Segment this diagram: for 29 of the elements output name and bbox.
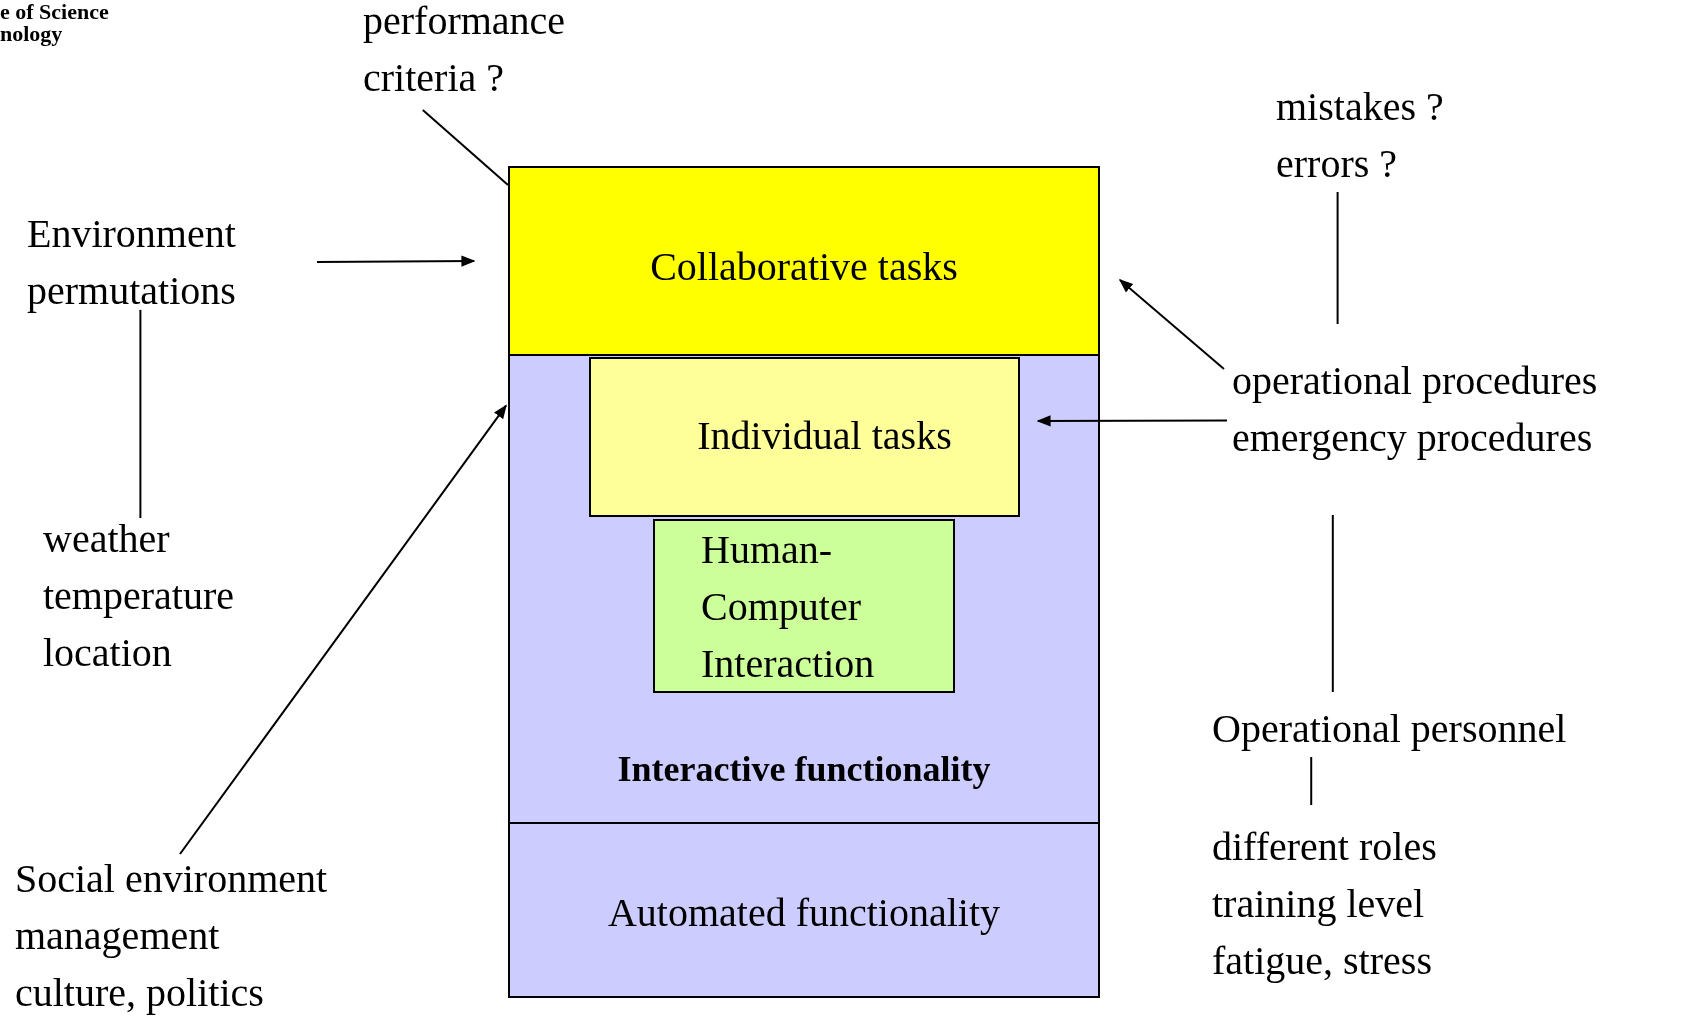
- box-label: Individual tasks: [697, 412, 952, 460]
- process-box: [508, 822, 1100, 998]
- process-box: [508, 166, 1100, 356]
- box-label: Automated functionality: [607, 889, 1001, 937]
- process-box: [508, 354, 1100, 824]
- header-text: nology: [0, 22, 63, 46]
- annotation-text: different roles training level fatigue, stress: [1212, 823, 1438, 985]
- arrow: [1118, 279, 1225, 371]
- process-box: [589, 357, 1020, 517]
- connector-line: [1336, 191, 1339, 325]
- box-label: Interactive functionality: [617, 748, 991, 791]
- annotation-text: Environment permutations: [27, 210, 237, 315]
- box-label: Collaborative tasks: [650, 243, 958, 291]
- connector-line: [139, 308, 142, 519]
- annotation-text: Social environment management culture, politics: [15, 855, 329, 1017]
- annotation-text: operational procedures emergency procedures: [1232, 357, 1599, 462]
- box-label: Human-Computer Interaction: [701, 526, 876, 688]
- arrow: [316, 255, 476, 267]
- arrow: [1036, 415, 1228, 427]
- arrow: [179, 404, 507, 855]
- annotation-text: Operational personnel: [1212, 705, 1567, 753]
- connector-line: [1331, 514, 1334, 693]
- connector-line: [421, 109, 509, 186]
- connector-line: [1310, 756, 1313, 806]
- annotation-text: performance criteria ?: [363, 0, 567, 102]
- process-box: [653, 519, 955, 693]
- annotation-text: weather temperature location: [43, 515, 235, 677]
- header-text: e of Science: [0, 0, 109, 24]
- annotation-text: mistakes ? errors ?: [1276, 83, 1445, 188]
